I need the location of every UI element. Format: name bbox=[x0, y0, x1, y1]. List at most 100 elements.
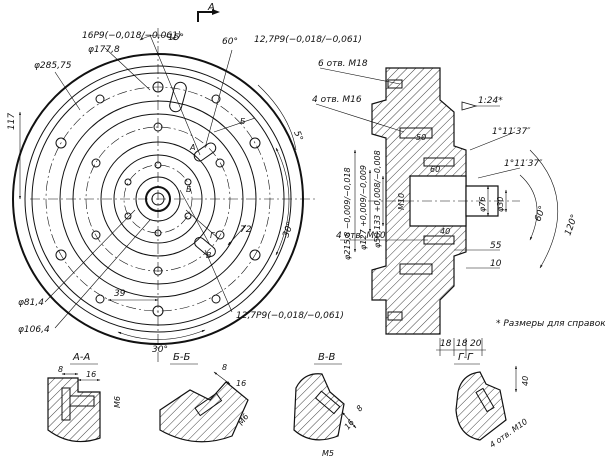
bore-ring bbox=[135, 176, 181, 222]
side-view: 6 отв. М18 4 отв. М16 1:24* 1°11′37″ 1°1… bbox=[312, 59, 605, 356]
dim-b20: 20 bbox=[470, 339, 482, 349]
leader-d177 bbox=[104, 47, 151, 91]
taper-symbol bbox=[461, 101, 478, 111]
keyway-slot-lower bbox=[194, 237, 216, 257]
section-dim-a: 8 bbox=[222, 363, 227, 372]
dim-117: 117 bbox=[7, 113, 17, 130]
section-a-body bbox=[47, 377, 101, 443]
dim-d106: φ106,4 bbox=[18, 325, 50, 335]
bore bbox=[145, 186, 171, 212]
dim-slot-top: 16P9(−0,018/−0,061) bbox=[82, 31, 181, 41]
keyway-slot-right bbox=[193, 142, 217, 162]
leader-d106 bbox=[54, 219, 151, 329]
arc-30deg-bottom bbox=[117, 329, 206, 340]
section-dim-b: 16 bbox=[86, 370, 96, 379]
dim-ang120: 120° bbox=[563, 213, 580, 237]
dim-m10: M10 bbox=[397, 193, 406, 210]
section-dim-c: М5 bbox=[322, 449, 334, 458]
section-title: В-В bbox=[318, 352, 335, 363]
dim-ang1-bottom: 1°11′37″ bbox=[504, 159, 543, 169]
bolt-holes-small bbox=[124, 161, 192, 237]
dim-39: 39 bbox=[114, 289, 126, 299]
arc-5deg bbox=[257, 84, 297, 151]
dim-60: 60 bbox=[430, 165, 440, 174]
bore-center bbox=[151, 192, 165, 206]
arc-60deg bbox=[519, 174, 538, 241]
section-b-b: Б-Б 8 16 М6 bbox=[159, 352, 251, 443]
section-dim-b: 16 bbox=[343, 418, 356, 432]
bolt-circle-small bbox=[123, 164, 193, 234]
section-g-g: Г-Г 40 4 отв. М10 bbox=[454, 352, 530, 450]
dim-holes-m18: 6 отв. М18 bbox=[318, 59, 368, 69]
dim-slot-right-top: 12,7P9(−0,018/−0,061) bbox=[254, 35, 362, 45]
hole-m10-top bbox=[423, 157, 455, 167]
cut-letter-b: Б bbox=[240, 117, 246, 126]
hole-m16-bottom bbox=[399, 263, 433, 275]
cut-line-a bbox=[149, 34, 201, 156]
dim-holes-m16: 4 отв. М16 bbox=[312, 95, 362, 105]
dim-d215: φ215,8 −0,009/−0,018 bbox=[343, 167, 352, 260]
dim-d177: φ177,8 bbox=[88, 45, 120, 55]
keyway-slot-top bbox=[169, 81, 187, 113]
dim-holes-m10: 4 отв. М10 bbox=[336, 231, 386, 241]
section-dim-a: 8 bbox=[58, 365, 63, 374]
cut-letter-g: Г bbox=[210, 231, 215, 240]
dim-10: 10 bbox=[490, 259, 502, 269]
dim-ang15: 15° bbox=[168, 33, 184, 43]
dim-72: 72 bbox=[240, 225, 252, 235]
hole-m16-top bbox=[399, 127, 433, 139]
section-marker-letter: A bbox=[207, 2, 215, 13]
hole-m18-top bbox=[387, 79, 403, 89]
section-marker-a: A bbox=[197, 2, 220, 22]
dim-d81: φ81,4 bbox=[18, 298, 44, 308]
leader-slot-right-bottom bbox=[204, 249, 233, 313]
dim-ang30-right: 30° bbox=[281, 221, 296, 239]
leader-holes-m18 bbox=[319, 67, 401, 85]
leader-slot-right-top bbox=[204, 49, 233, 149]
leader-d81 bbox=[44, 209, 136, 303]
dim-ang30-bottom: 30° bbox=[152, 345, 168, 355]
dim-55: 55 bbox=[490, 241, 502, 251]
leader-ang-bottom bbox=[477, 167, 521, 179]
hub-ring bbox=[100, 141, 216, 257]
bolt-holes-large bbox=[55, 81, 261, 317]
leader-ang-top bbox=[469, 131, 516, 151]
section-dim-c: М6 bbox=[113, 396, 122, 408]
section-dim-a: 40 bbox=[521, 376, 530, 386]
bolt-circle-large bbox=[45, 86, 271, 312]
body-ring-inner bbox=[72, 113, 244, 285]
arc-120deg bbox=[529, 149, 559, 269]
section-v-body bbox=[293, 373, 345, 441]
dim-ang60: 60° bbox=[222, 37, 238, 47]
section-title: Г-Г bbox=[458, 352, 474, 363]
dim-d76: φ76 bbox=[478, 197, 487, 212]
dim-d285: φ285,75 bbox=[34, 61, 72, 71]
dim-taper: 1:24* bbox=[478, 96, 503, 106]
reference-note: * Размеры для справок. bbox=[496, 319, 605, 329]
dim-b18a: 18 bbox=[440, 339, 452, 349]
leader-holes-m16 bbox=[315, 103, 405, 133]
cut-letter-b-inner: Б bbox=[186, 185, 192, 194]
dim-ang60-side: 60° bbox=[533, 205, 548, 223]
front-view: A bbox=[7, 2, 362, 362]
section-g-body bbox=[455, 371, 507, 441]
leader-d285 bbox=[54, 71, 81, 111]
hub-ring-inner bbox=[113, 154, 203, 244]
section-title: Б-Б bbox=[173, 352, 190, 363]
section-dim-b: 16 bbox=[236, 379, 246, 388]
dim-ang5: 5° bbox=[291, 130, 304, 143]
section-v-v: В-В 8 16 М5 bbox=[293, 352, 365, 458]
dim-d30: φ30 bbox=[496, 197, 505, 212]
cut-line-b bbox=[213, 117, 256, 133]
section-a-a: А-А 8 16 М6 bbox=[47, 352, 122, 443]
dim-50: 50 bbox=[416, 133, 426, 142]
dim-line-72 bbox=[227, 224, 247, 246]
dim-40: 40 bbox=[440, 227, 450, 236]
cut-line-g bbox=[185, 209, 219, 239]
arc-15deg bbox=[139, 34, 177, 41]
section-b-body bbox=[159, 381, 249, 443]
dim-d127: φ127 +0,009/−0,009 bbox=[359, 165, 368, 250]
arc-30deg-right bbox=[275, 147, 290, 256]
body-ring bbox=[59, 100, 257, 298]
